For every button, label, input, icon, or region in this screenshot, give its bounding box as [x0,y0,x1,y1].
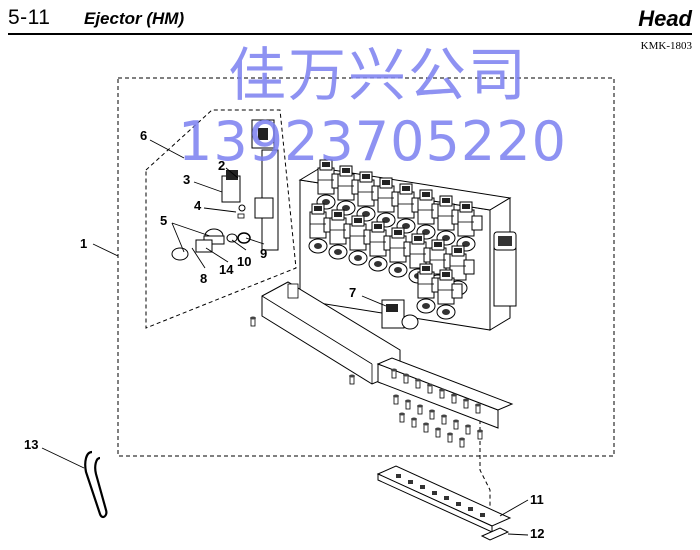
category-label: Head [638,6,692,31]
callout-2: 2 [218,158,226,173]
air-tube [84,450,108,519]
section-number: 5-11 [8,6,51,29]
assembly-boundary [117,77,615,457]
circuit-board [376,465,512,533]
callout-6: 6 [140,128,148,143]
callout-7: 7 [349,285,357,300]
header-rule [8,33,692,35]
callout-5: 5 [160,213,168,228]
callout-11: 11 [530,492,544,507]
connector-plate [376,357,514,448]
end-connector [493,231,517,307]
callout-10: 10 [237,254,252,269]
callout-13: 13 [24,437,39,452]
callout-1: 1 [80,236,88,251]
callout-12: 12 [530,526,545,541]
callout-9: 9 [260,246,268,261]
callout-14: 14 [219,262,234,277]
part-code: KMK-1803 [640,40,692,52]
callout-8: 8 [200,271,208,286]
sensor-block [381,299,419,330]
callout-4: 4 [194,198,202,213]
section-title: Ejector (HM) [84,9,185,28]
callout-3: 3 [183,172,191,187]
connector-strip [480,527,510,541]
left-bracket [251,119,279,251]
